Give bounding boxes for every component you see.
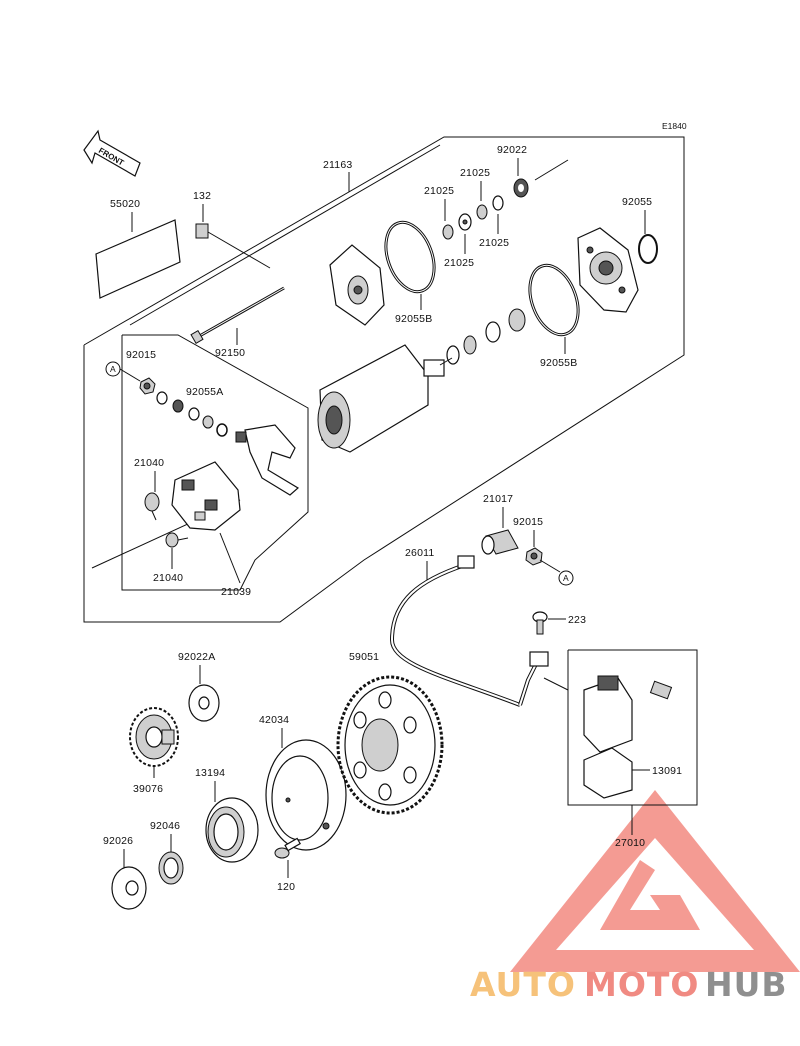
- relay-cover-13091: [583, 747, 633, 799]
- brush-plate-21039: [171, 461, 241, 531]
- label-92046: 92046: [150, 820, 180, 832]
- armature-washers: [446, 308, 526, 365]
- washer-92022a: [188, 684, 220, 722]
- starter-motor-frame: [83, 136, 685, 623]
- starter-motor-yoke: [317, 344, 453, 453]
- label-21017: 21017: [483, 493, 513, 505]
- label-92022a: 92022A: [178, 651, 215, 663]
- starter-relay: [583, 675, 633, 753]
- label-92055: 92055: [622, 196, 652, 208]
- label-92150: 92150: [215, 347, 245, 359]
- label-27010: 27010: [615, 837, 645, 849]
- label-21040-bottom: 21040: [153, 572, 183, 584]
- brush-spring-21040-top: [144, 492, 160, 521]
- ref-mark-a-left-text: A: [110, 364, 116, 374]
- rear-end-cover: [577, 227, 639, 313]
- label-13091: 13091: [652, 765, 682, 777]
- screw-223: [532, 611, 548, 635]
- idle-gear-39076: [129, 707, 179, 767]
- label-13194: 13194: [195, 767, 225, 779]
- label-120: 120: [277, 881, 295, 893]
- label-92015-left: 92015: [126, 349, 156, 361]
- ref-mark-a-right: [558, 570, 574, 586]
- front-arrow-icon: FRONT: [83, 129, 141, 177]
- starter-clutch-gear-59051: [336, 675, 444, 815]
- label-21040-top: 21040: [134, 457, 164, 469]
- ref-mark-a-right-text: A: [563, 573, 569, 583]
- brush-spring-21040-bottom: [165, 532, 189, 548]
- front-end-cover: [329, 244, 385, 326]
- relay-frame: [567, 649, 698, 806]
- watermark-auto: AUTO: [470, 965, 576, 1004]
- through-bolt-92150: [190, 286, 285, 345]
- label-21025-b: 21025: [424, 185, 454, 197]
- label-92022: 92022: [497, 144, 527, 156]
- label-132: 132: [193, 190, 211, 202]
- label-92055a: 92055A: [186, 386, 223, 398]
- label-92015-right: 92015: [513, 516, 543, 528]
- label-21025-c: 21025: [479, 237, 509, 249]
- watermark-text: AUTO MOTO HUB: [470, 965, 788, 1004]
- nut-92015-left: [139, 377, 156, 395]
- fuse-icon: [649, 680, 673, 700]
- label-21025-a: 21025: [460, 167, 490, 179]
- clutch-housing-42034: [265, 739, 347, 851]
- label-92055b-top: 92055B: [395, 313, 432, 325]
- label-223: 223: [568, 614, 586, 626]
- one-way-clutch-13194: [205, 797, 259, 863]
- label-92026: 92026: [103, 835, 133, 847]
- watermark-moto: MOTO: [584, 965, 699, 1004]
- label-26011: 26011: [405, 547, 434, 559]
- automotohub-logo: [510, 790, 800, 972]
- logo-g-shape: [600, 860, 700, 930]
- washer-92026: [111, 866, 147, 910]
- watermark-hub: HUB: [705, 965, 788, 1004]
- washers-92055a: [156, 391, 228, 437]
- label-39076: 39076: [133, 783, 163, 795]
- bolt-132: [195, 223, 271, 269]
- starter-cable-26011: [389, 555, 549, 707]
- bolt-120: [274, 837, 301, 859]
- label-21039: 21039: [221, 586, 251, 598]
- warning-label-55020: [95, 219, 181, 299]
- needle-bearing-92046: [158, 851, 184, 885]
- label-92055b-right: 92055B: [540, 357, 577, 369]
- label-21025-d: 21025: [444, 257, 474, 269]
- brush-holder-frame: [121, 334, 309, 591]
- label-55020: 55020: [110, 198, 140, 210]
- nut-92015-right: [525, 547, 543, 566]
- label-42034: 42034: [259, 714, 289, 726]
- boot-21017: [481, 529, 519, 555]
- washer-stack-top: [442, 178, 529, 240]
- label-21163: 21163: [323, 159, 352, 171]
- o-ring-92055: [638, 234, 658, 264]
- terminal-bracket: [235, 424, 300, 496]
- diagram-code: E1840: [662, 121, 687, 131]
- label-59051: 59051: [349, 651, 379, 663]
